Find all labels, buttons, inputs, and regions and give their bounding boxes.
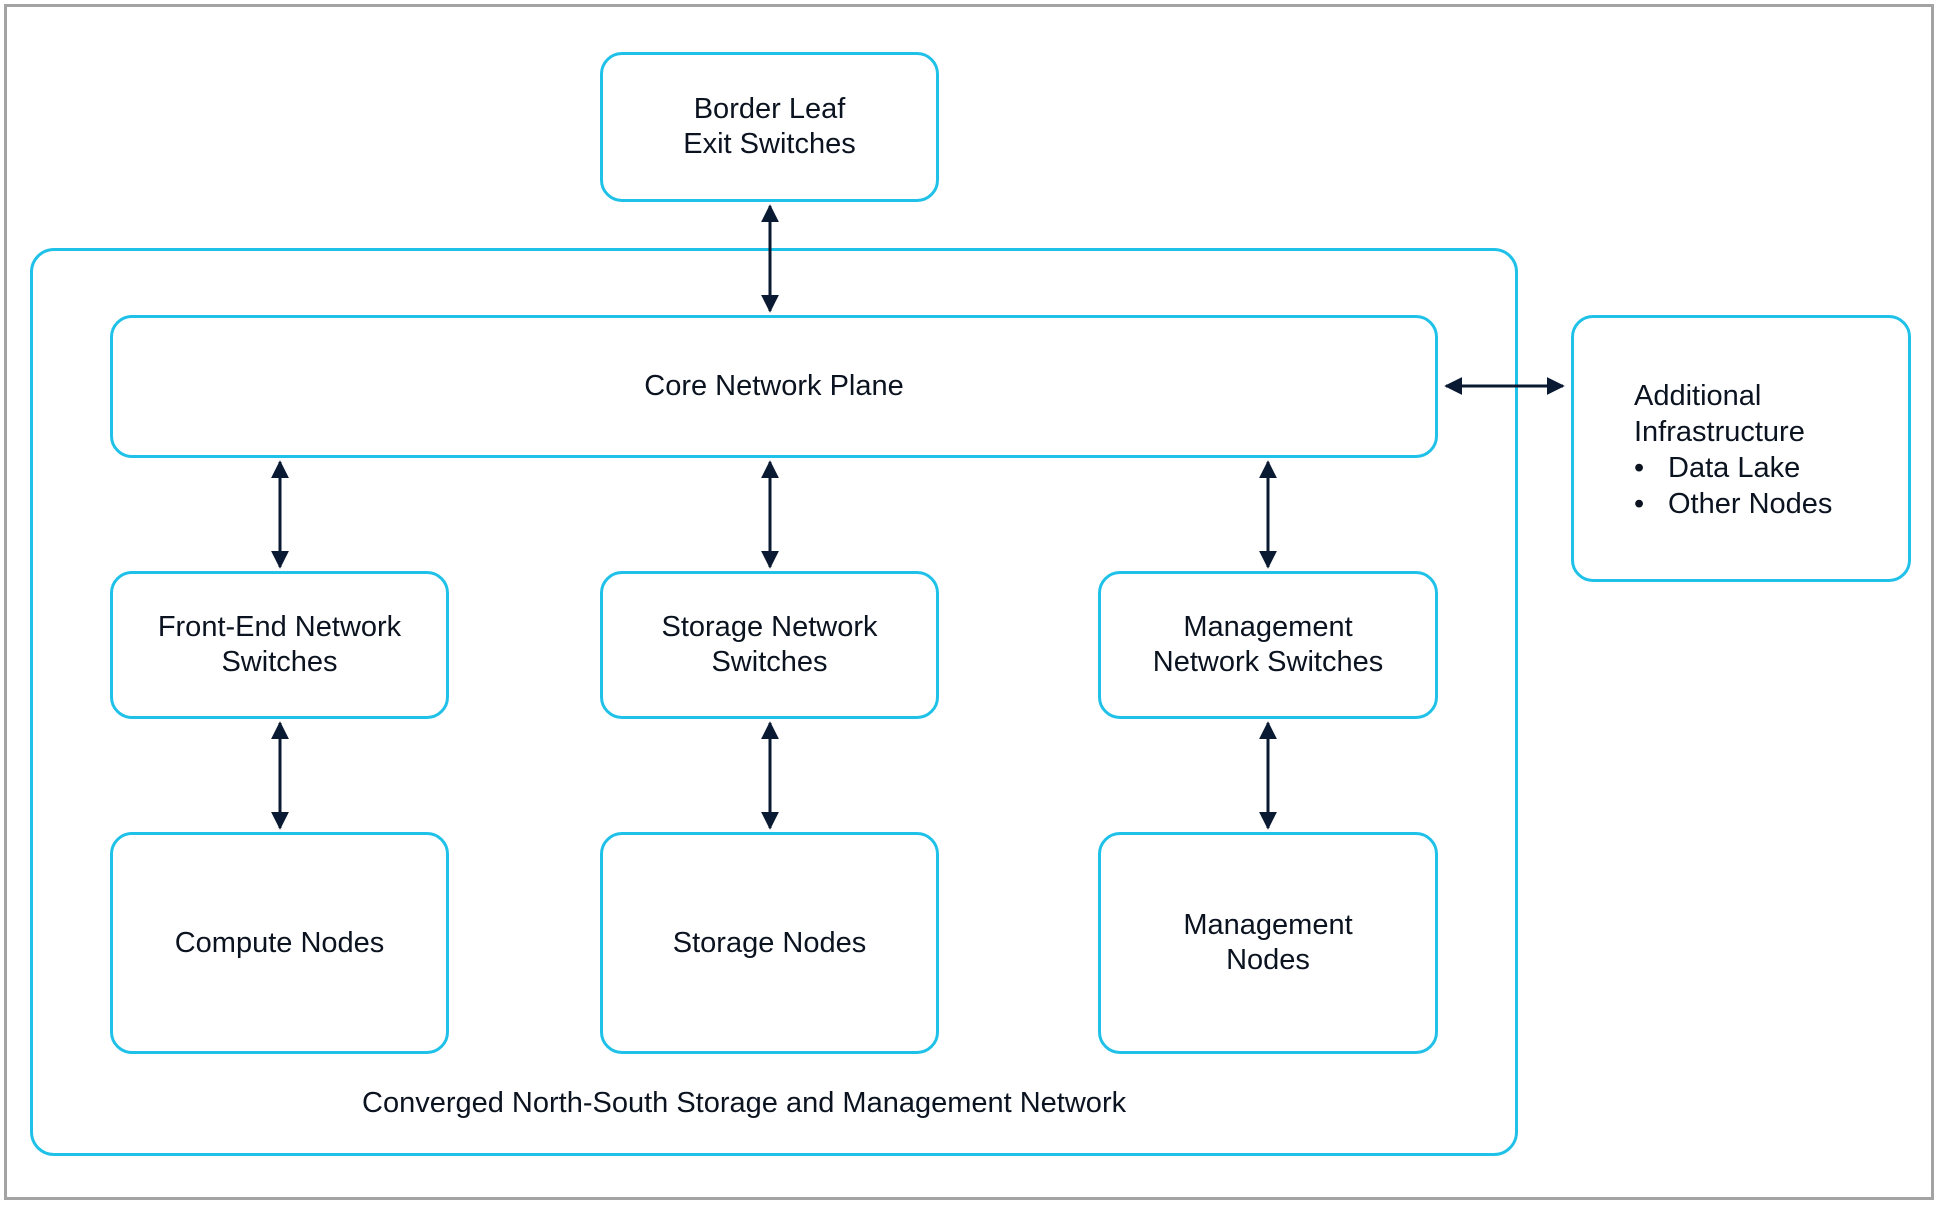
list-item: •Other Nodes bbox=[1634, 488, 1833, 520]
bullet-icon: • bbox=[1634, 488, 1645, 520]
converged-network-caption: Converged North-South Storage and Manage… bbox=[362, 1087, 1127, 1119]
core-network-plane-label: Core Network Plane bbox=[644, 370, 904, 402]
outer-frame bbox=[4, 4, 1934, 1200]
storage-nodes-box: Storage Nodes bbox=[600, 832, 939, 1054]
list-item: •Data Lake bbox=[1634, 452, 1801, 484]
storage-switches-box: Storage Network Switches bbox=[600, 571, 939, 719]
storage-switches-label: Storage Network Switches bbox=[661, 611, 878, 678]
storage-nodes-label: Storage Nodes bbox=[672, 926, 867, 959]
bullet-icon: • bbox=[1634, 452, 1645, 484]
management-nodes-label: Management Nodes bbox=[1183, 909, 1353, 976]
compute-nodes-label: Compute Nodes bbox=[174, 926, 385, 959]
compute-nodes-box: Compute Nodes bbox=[110, 832, 449, 1054]
front-end-switches-label: Front-End Network Switches bbox=[157, 611, 402, 678]
management-switches-label: Management Network Switches bbox=[1152, 611, 1384, 678]
front-end-switches-box: Front-End Network Switches bbox=[110, 571, 449, 719]
additional-infrastructure-list: •Data Lake •Other Nodes bbox=[1634, 450, 1832, 522]
management-switches-box: Management Network Switches bbox=[1098, 571, 1438, 719]
management-nodes-box: Management Nodes bbox=[1098, 832, 1438, 1054]
additional-infrastructure-title: Additional Infrastructure bbox=[1634, 380, 1805, 448]
core-network-plane-box: Core Network Plane bbox=[110, 315, 1438, 458]
border-leaf-label: Border Leaf Exit Switches bbox=[683, 93, 856, 160]
border-leaf-box: Border Leaf Exit Switches bbox=[600, 52, 939, 202]
additional-infrastructure-box: Additional Infrastructure •Data Lake •Ot… bbox=[1571, 315, 1911, 582]
